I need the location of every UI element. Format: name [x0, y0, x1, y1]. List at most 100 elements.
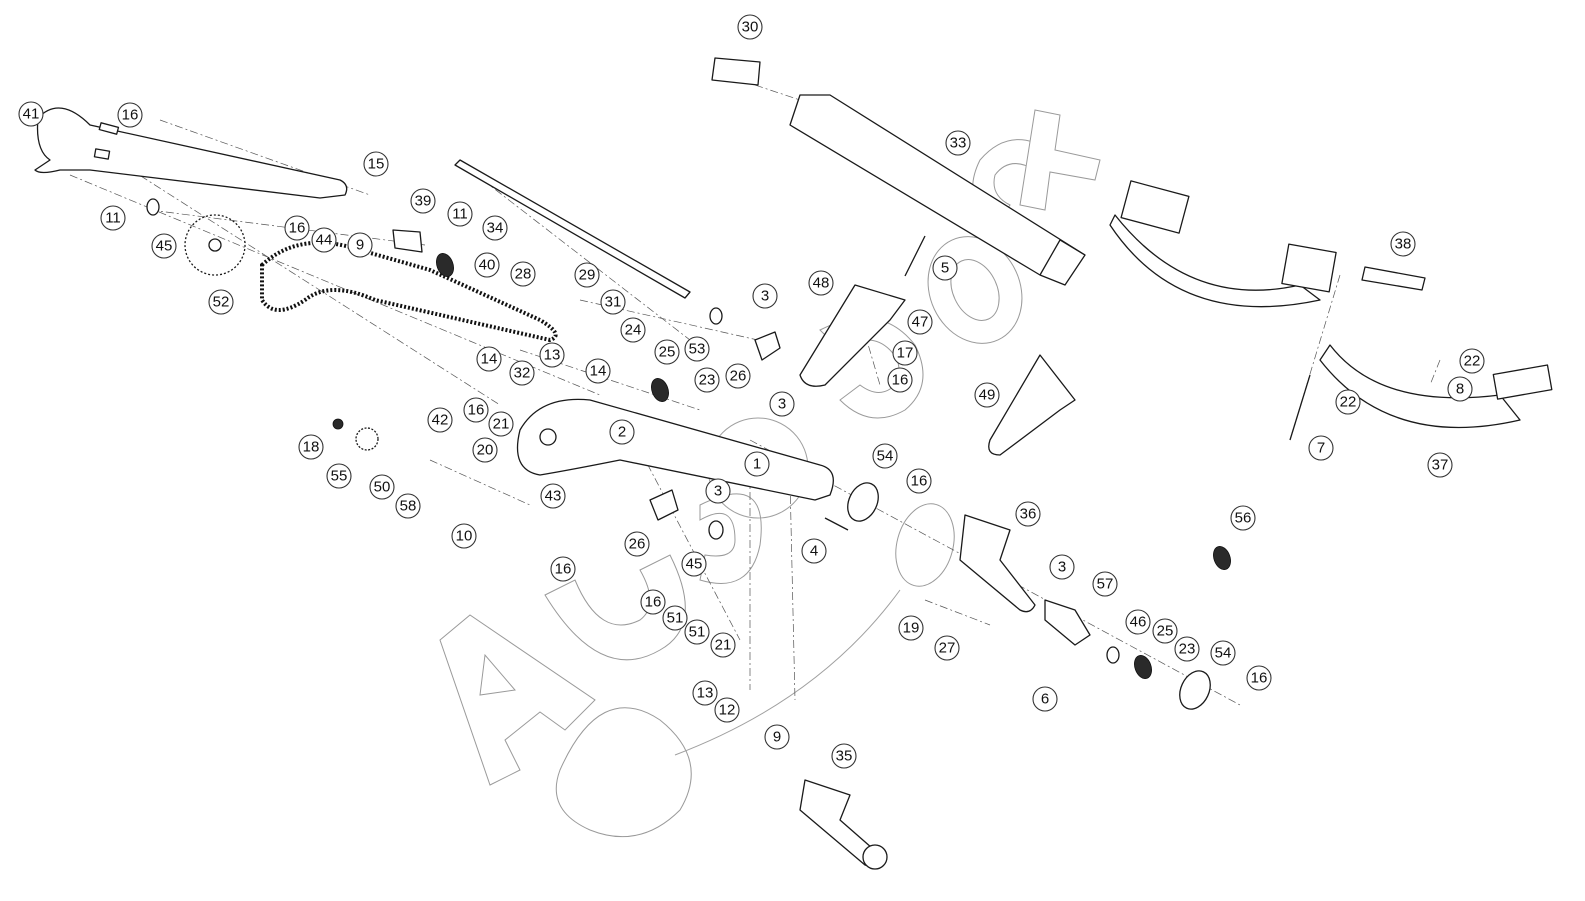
callouts: 1 2 3 3 3 3 4 5 6 7 8 9 9 10 11 11 12 13…	[18, 14, 1485, 769]
svg-text:50: 50	[374, 479, 391, 496]
callout-21: 21	[488, 411, 514, 437]
part-48-bracket	[799, 284, 906, 387]
part-36-bracket	[959, 514, 1036, 613]
svg-text:26: 26	[629, 536, 646, 553]
svg-text:35: 35	[836, 748, 853, 765]
callout-22: 22	[1335, 389, 1361, 415]
svg-text:16: 16	[911, 473, 928, 490]
part-5-pin	[904, 235, 926, 277]
part-25-bearing	[651, 377, 669, 403]
svg-text:13: 13	[544, 347, 561, 364]
svg-text:26: 26	[730, 368, 747, 385]
svg-text:37: 37	[1432, 457, 1449, 474]
callout-45: 45	[681, 551, 707, 577]
callout-14: 14	[585, 358, 611, 384]
callout-16: 16	[887, 367, 913, 393]
svg-text:44: 44	[316, 232, 333, 249]
callout-13: 13	[539, 342, 565, 368]
callout-23: 23	[694, 367, 720, 393]
svg-text:51: 51	[689, 624, 706, 641]
svg-text:4: 4	[810, 543, 818, 560]
svg-text:58: 58	[400, 498, 417, 515]
svg-text:22: 22	[1340, 394, 1357, 411]
callout-8: 8	[1447, 376, 1473, 402]
svg-text:16: 16	[468, 402, 485, 419]
svg-text:41: 41	[23, 106, 40, 123]
callout-28: 28	[510, 261, 536, 287]
callout-21: 21	[710, 632, 736, 658]
svg-text:3: 3	[714, 483, 722, 500]
part-28-chain	[260, 240, 558, 343]
svg-text:3: 3	[761, 288, 769, 305]
svg-text:32: 32	[514, 365, 531, 382]
svg-text:16: 16	[555, 561, 572, 578]
svg-text:18: 18	[303, 439, 320, 456]
callout-45: 45	[151, 233, 177, 259]
svg-text:45: 45	[686, 556, 703, 573]
callout-55: 55	[326, 463, 352, 489]
svg-text:28: 28	[515, 266, 532, 283]
part-33-square-tube	[789, 94, 1086, 286]
svg-text:1: 1	[753, 456, 761, 473]
callout-32: 32	[509, 360, 535, 386]
part-54-disc	[847, 482, 879, 522]
callout-3: 3	[705, 478, 731, 504]
part-4-pin	[824, 517, 849, 531]
callout-12: 12	[714, 697, 740, 723]
svg-text:9: 9	[356, 237, 364, 254]
svg-text:53: 53	[689, 341, 706, 358]
watermark	[439, 109, 1101, 838]
svg-text:25: 25	[659, 344, 676, 361]
callout-54: 54	[1210, 640, 1236, 666]
part-46-bushing	[1106, 646, 1120, 664]
svg-text:25: 25	[1157, 623, 1174, 640]
svg-text:3: 3	[778, 396, 786, 413]
callout-57: 57	[1092, 571, 1118, 597]
part-53-bushing	[709, 307, 723, 325]
svg-text:24: 24	[625, 322, 642, 339]
callout-43: 43	[540, 483, 566, 509]
callout-38: 38	[1390, 231, 1416, 257]
part-37-curved-arm	[1319, 344, 1521, 429]
callout-1: 1	[744, 451, 770, 477]
callout-44: 44	[311, 227, 337, 253]
callout-40: 40	[474, 252, 500, 278]
svg-text:22: 22	[1464, 353, 1481, 370]
svg-text:14: 14	[590, 363, 607, 380]
part-57-flange	[1044, 599, 1091, 646]
svg-text:31: 31	[605, 294, 622, 311]
callout-35: 35	[831, 743, 857, 769]
callout-9: 9	[347, 232, 373, 258]
callout-53: 53	[684, 336, 710, 362]
svg-text:19: 19	[903, 620, 920, 637]
svg-text:57: 57	[1097, 576, 1114, 593]
svg-text:51: 51	[667, 610, 684, 627]
part-34-rod-end	[684, 291, 691, 299]
part-25-bearing-2	[1134, 654, 1152, 680]
part-7-pin	[1289, 374, 1311, 441]
svg-text:40: 40	[479, 257, 496, 274]
svg-text:39: 39	[415, 193, 432, 210]
svg-text:15: 15	[368, 156, 385, 173]
svg-text:54: 54	[1215, 645, 1232, 662]
callout-3: 3	[752, 283, 778, 309]
callout-24: 24	[620, 317, 646, 343]
callout-20: 20	[472, 437, 498, 463]
callout-6: 6	[1032, 686, 1058, 712]
part-55-sprocket	[355, 427, 379, 451]
callout-33: 33	[945, 130, 971, 156]
callout-27: 27	[934, 635, 960, 661]
part-40-bearing	[436, 252, 454, 278]
parts	[34, 57, 1553, 870]
svg-text:36: 36	[1020, 506, 1037, 523]
svg-text:49: 49	[979, 387, 996, 404]
svg-text:2: 2	[618, 424, 626, 441]
svg-text:56: 56	[1235, 510, 1252, 527]
svg-text:33: 33	[950, 135, 967, 152]
callout-16: 16	[1246, 665, 1272, 691]
callout-3: 3	[1049, 554, 1075, 580]
part-45-bushing	[146, 198, 160, 216]
callout-19: 19	[898, 615, 924, 641]
svg-text:21: 21	[715, 637, 732, 654]
part-52-sprocket	[184, 214, 246, 276]
